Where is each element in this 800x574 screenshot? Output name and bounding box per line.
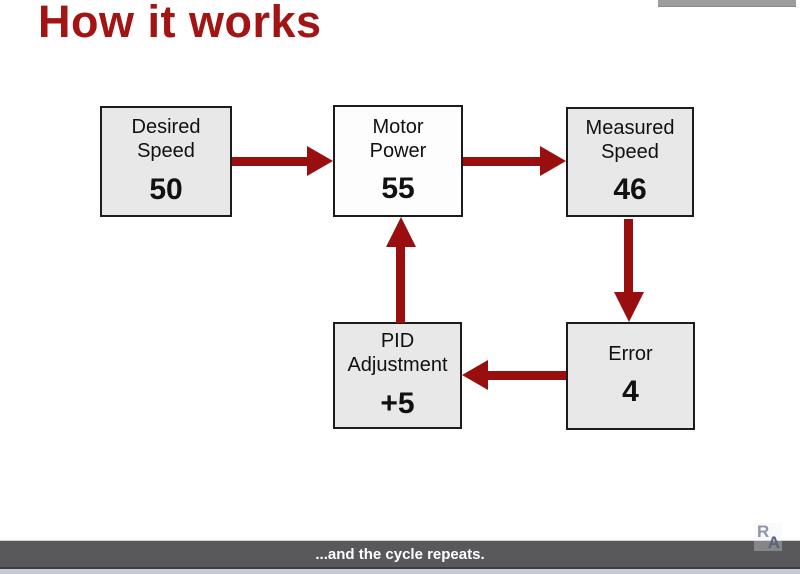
box-label-line: Power: [369, 139, 427, 162]
logo-letter-a: A: [767, 533, 780, 552]
box-value: 55: [381, 172, 415, 206]
box-value: +5: [380, 386, 415, 420]
box-label-line: Error: [608, 342, 653, 365]
box-label-line: Motor: [372, 115, 424, 138]
arrow-pid-to-motor: [396, 245, 405, 323]
brand-logo: R A: [754, 522, 782, 552]
arrowhead-up-icon: [386, 217, 416, 247]
box-label-line: Speed: [601, 140, 659, 163]
footer-caption: ...and the cycle repeats.: [315, 545, 485, 563]
arrow-desired-to-motor: [232, 157, 309, 166]
arrow-motor-to-measured: [463, 157, 542, 166]
box-error: Error 4: [566, 322, 695, 430]
taskbar-edge: [0, 569, 800, 574]
box-label-line: Desired: [131, 116, 201, 139]
window-bottom-border: [0, 567, 800, 569]
footer-bar: ...and the cycle repeats.: [0, 540, 800, 567]
box-pid-adjustment: PID Adjustment +5: [333, 322, 462, 429]
box-label-line: Adjustment: [347, 354, 448, 376]
top-scrollbar[interactable]: [658, 0, 796, 7]
arrowhead-down-icon: [614, 292, 644, 322]
box-value: 50: [149, 172, 183, 206]
box-value: 4: [622, 375, 639, 409]
arrowhead-right-icon: [307, 146, 333, 176]
logo-letter-r: R: [757, 522, 770, 541]
box-label-line: Measured: [585, 116, 675, 139]
box-value: 46: [613, 173, 647, 207]
box-measured-speed: Measured Speed 46: [566, 107, 694, 217]
arrowhead-right-icon: [540, 146, 566, 176]
box-label-line: PID: [380, 330, 415, 353]
box-desired-speed: Desired Speed 50: [100, 106, 232, 217]
slide-title: How it works: [38, 0, 322, 47]
box-motor-power: Motor Power 55: [333, 105, 463, 217]
arrowhead-left-icon: [462, 360, 488, 390]
arrow-measured-to-error: [624, 219, 633, 294]
arrow-error-to-pid: [486, 371, 566, 380]
box-label-line: Speed: [137, 140, 195, 162]
